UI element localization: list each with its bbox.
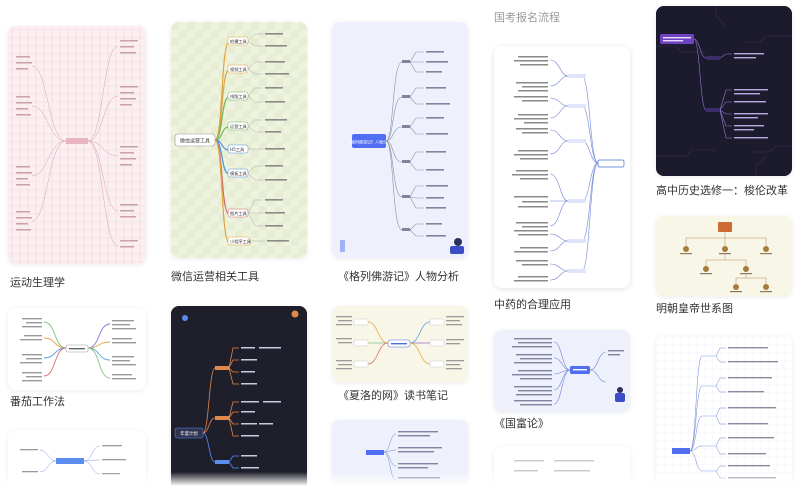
mindmap-card-wealth-of-nations[interactable]: [494, 330, 630, 412]
mindmap-thumbnail: 微信运营工具 拍摄工具 视频工具 排版工具 运营工具 H5工具 模板工具 图: [171, 22, 307, 258]
mindmap-thumbnail: [8, 430, 146, 486]
mindmap-thumbnail: [494, 330, 630, 412]
mindmap-card-partial-2[interactable]: [332, 420, 468, 486]
mindmap-thumbnail: [656, 6, 792, 176]
wechat-branch-label: 拍摄工具: [230, 38, 248, 45]
wechat-root-label: 微信运营工具: [180, 138, 210, 145]
mindmap-card-wechat-tools[interactable]: 微信运营工具 拍摄工具 视频工具 排版工具 运营工具 H5工具 模板工具 图: [171, 22, 307, 258]
mindmap-thumbnail: 年度计划: [171, 306, 307, 486]
mindmap-card-partial-3[interactable]: [494, 446, 630, 486]
planet-icon: [291, 310, 299, 318]
mindmap-thumbnail: 《格列佛游记》人物分析: [332, 22, 468, 258]
mindmap-card-solon-reform[interactable]: [656, 6, 792, 176]
mindmap-card-annual-plan[interactable]: 年度计划: [171, 306, 307, 486]
card-title-wechat-tools[interactable]: 微信运营相关工具: [171, 270, 259, 283]
mindmap-card-grid-notes[interactable]: [656, 336, 792, 486]
reader-illustration-icon: [340, 238, 464, 254]
mindmap-card-gulliver[interactable]: 《格列佛游记》人物分析: [332, 22, 468, 258]
wechat-branch-label: 运营工具: [230, 123, 248, 130]
mindmap-card-pomodoro[interactable]: [8, 308, 146, 390]
card-title-charlottes-web[interactable]: 《夏洛的网》读书笔记: [338, 389, 448, 402]
planet-icon: [182, 315, 188, 321]
mindmap-thumbnail: [494, 46, 630, 288]
mindmap-card-charlottes-web[interactable]: [332, 306, 468, 382]
mindmap-thumbnail: [494, 446, 630, 486]
annual-plan-root-label: 年度计划: [180, 430, 198, 437]
card-title-ming-emperors[interactable]: 明朝皇帝世系图: [656, 302, 733, 315]
mindmap-thumbnail: [656, 216, 792, 296]
wechat-branch-label: 模板工具: [230, 170, 248, 177]
wechat-branch-label: H5工具: [230, 147, 245, 153]
card-title-exercise-physiology[interactable]: 运动生理学: [10, 276, 65, 289]
wechat-branch-label: 图片工具: [230, 210, 248, 217]
card-title-pomodoro[interactable]: 番茄工作法: [10, 395, 65, 408]
mindmap-thumbnail: [656, 336, 792, 486]
mindmap-thumbnail: [8, 308, 146, 390]
card-title-solon-reform[interactable]: 高中历史选修一：梭伦改革: [656, 184, 788, 197]
wechat-branch-label: 排版工具: [230, 93, 248, 100]
wechat-branch-label: 小程序工具: [230, 238, 252, 245]
mindmap-card-tcm[interactable]: [494, 46, 630, 288]
gulliver-root-label: 《格列佛游记》人物分析: [347, 139, 391, 145]
wechat-branch-label: 视频工具: [230, 66, 248, 73]
card-title-exam-process[interactable]: 国考报名流程: [494, 11, 560, 24]
card-title-wealth-of-nations[interactable]: 《国富论》: [494, 417, 549, 430]
mindmap-card-exercise-physiology[interactable]: [8, 26, 146, 264]
card-title-gulliver[interactable]: 《格列佛游记》人物分析: [338, 270, 459, 283]
person-illustration-icon: [615, 387, 625, 402]
card-title-tcm[interactable]: 中药的合理应用: [494, 298, 571, 311]
mindmap-thumbnail: [332, 420, 468, 486]
mindmap-thumbnail: [8, 26, 146, 264]
mindmap-card-ming-emperors[interactable]: [656, 216, 792, 296]
mindmap-thumbnail: [332, 306, 468, 382]
mindmap-card-partial-1[interactable]: [8, 430, 146, 486]
